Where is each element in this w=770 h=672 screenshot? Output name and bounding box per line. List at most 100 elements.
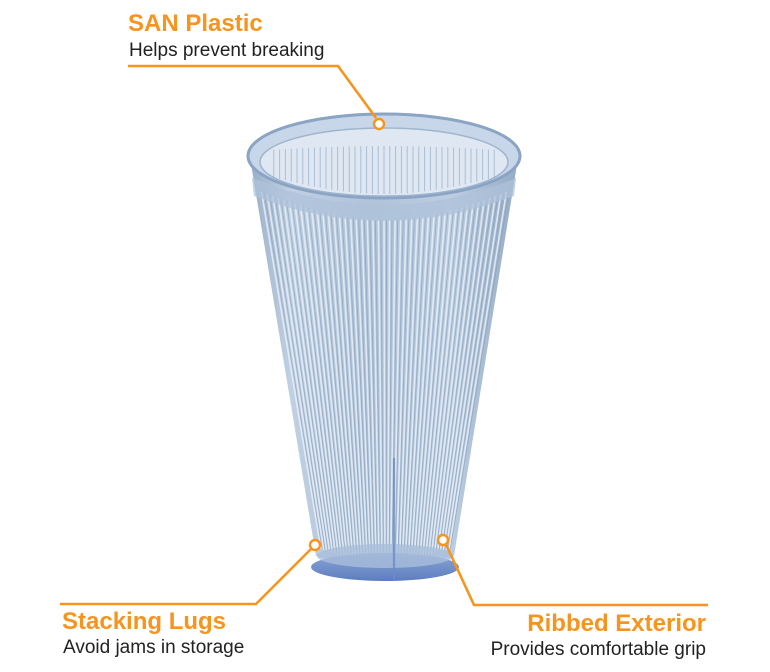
tumbler-ribs-shadow bbox=[263, 191, 510, 563]
rib-line bbox=[439, 197, 491, 552]
rib-line bbox=[410, 214, 435, 560]
rib-shadow-line bbox=[403, 217, 421, 561]
rib-line bbox=[413, 213, 441, 559]
rib-shadow-line bbox=[432, 203, 476, 555]
rib-line bbox=[321, 211, 354, 559]
rib-shadow-line bbox=[444, 196, 499, 551]
rib-shadow-line bbox=[330, 213, 358, 559]
rib-line bbox=[442, 195, 497, 551]
rib-shadow-line bbox=[441, 198, 493, 552]
rib-line bbox=[404, 216, 424, 561]
rib-line bbox=[333, 214, 360, 560]
rib-shadow-line bbox=[409, 215, 432, 560]
rib-line bbox=[424, 207, 463, 557]
rib-shadow-line bbox=[319, 210, 352, 558]
callout-title-stacking-lugs: Stacking Lugs bbox=[62, 608, 227, 635]
rib-line bbox=[433, 201, 480, 554]
rib-shadow-line bbox=[414, 213, 443, 559]
rib-line bbox=[407, 215, 430, 561]
rib-line bbox=[260, 191, 322, 550]
tumbler-rim-band bbox=[252, 178, 516, 221]
callout-subtitle-ribbed-exterior: Provides comfortable grip bbox=[490, 639, 706, 660]
rib-line bbox=[338, 215, 363, 561]
rib-line bbox=[299, 205, 343, 556]
tumbler-base-inner bbox=[317, 544, 453, 568]
rib-shadow-line bbox=[369, 219, 378, 562]
rib-shadow-line bbox=[426, 207, 465, 557]
callout-subtitle-stacking-lugs: Avoid jams in storage bbox=[63, 637, 245, 658]
rib-line bbox=[398, 218, 413, 562]
rib-shadow-line bbox=[302, 205, 343, 556]
rib-line bbox=[390, 219, 396, 562]
rib-shadow-line bbox=[324, 211, 355, 559]
rib-shadow-line bbox=[400, 218, 415, 562]
rib-line bbox=[277, 197, 331, 552]
rib-line bbox=[360, 218, 375, 562]
marker-dot-stacking-lugs bbox=[308, 538, 322, 552]
rib-line bbox=[448, 191, 508, 550]
rib-line bbox=[387, 219, 391, 562]
rib-shadow-line bbox=[291, 201, 338, 554]
rib-shadow-line bbox=[313, 208, 349, 557]
rib-shadow-line bbox=[335, 214, 361, 560]
tumbler-inner-ribs bbox=[273, 146, 495, 194]
rib-line bbox=[395, 218, 408, 562]
rib-line bbox=[305, 207, 346, 557]
rib-shadow-line bbox=[280, 198, 332, 552]
rib-shadow-line bbox=[388, 219, 393, 562]
marker-dot-san-plastic bbox=[372, 117, 386, 131]
rib-line bbox=[377, 219, 383, 562]
rib-line bbox=[283, 199, 334, 553]
callout-title-ribbed-exterior: Ribbed Exterior bbox=[527, 610, 706, 637]
rib-line bbox=[316, 210, 351, 558]
rib-line bbox=[349, 217, 369, 561]
callout-subtitle-san-plastic: Helps prevent breaking bbox=[129, 40, 325, 61]
rib-shadow-line bbox=[397, 218, 410, 562]
tumbler-ribs bbox=[260, 191, 508, 563]
rib-shadow-line bbox=[269, 194, 326, 550]
rib-line bbox=[266, 193, 325, 551]
rib-line bbox=[430, 203, 474, 555]
rib-line bbox=[294, 203, 340, 555]
rib-shadow-line bbox=[347, 216, 367, 561]
marker-dot-ribbed-exterior bbox=[436, 533, 450, 547]
rib-shadow-line bbox=[358, 218, 373, 562]
rib-shadow-line bbox=[380, 219, 384, 562]
leader-line-stacking-lugs bbox=[60, 545, 315, 606]
rib-shadow-line bbox=[420, 210, 454, 558]
rib-shadow-line bbox=[435, 201, 482, 554]
rib-shadow-line bbox=[423, 208, 460, 557]
rib-line bbox=[372, 219, 380, 562]
rib-shadow-line bbox=[411, 214, 438, 560]
rib-shadow-line bbox=[446, 194, 504, 550]
rib-line bbox=[383, 219, 386, 563]
rib-shadow-line bbox=[308, 207, 346, 557]
rib-line bbox=[327, 213, 357, 559]
rib-shadow-line bbox=[406, 216, 426, 561]
rib-shadow-line bbox=[285, 199, 335, 553]
rib-line bbox=[422, 208, 458, 557]
rib-shadow-line bbox=[374, 219, 381, 562]
rib-shadow-line bbox=[341, 215, 364, 560]
rib-shadow-line bbox=[297, 203, 341, 555]
rib-shadow-line bbox=[352, 217, 370, 561]
rib-line bbox=[436, 199, 485, 553]
rib-shadow-line bbox=[394, 219, 404, 562]
rib-line bbox=[366, 219, 378, 562]
rib-line bbox=[419, 210, 452, 558]
callout-title-san-plastic: SAN Plastic bbox=[128, 10, 263, 37]
rib-line bbox=[310, 208, 348, 557]
rib-line bbox=[344, 216, 366, 561]
rib-line bbox=[271, 195, 328, 551]
leader-line-san-plastic bbox=[128, 64, 378, 119]
rib-shadow-line bbox=[274, 196, 329, 551]
rib-line bbox=[355, 218, 372, 562]
rib-shadow-line bbox=[417, 211, 449, 559]
rib-line bbox=[288, 201, 337, 554]
rib-shadow-line bbox=[449, 191, 510, 550]
leader-line-ribbed-exterior bbox=[442, 539, 708, 607]
rib-shadow-line bbox=[363, 218, 375, 562]
rib-line bbox=[416, 211, 447, 559]
rib-shadow-line bbox=[429, 205, 471, 556]
